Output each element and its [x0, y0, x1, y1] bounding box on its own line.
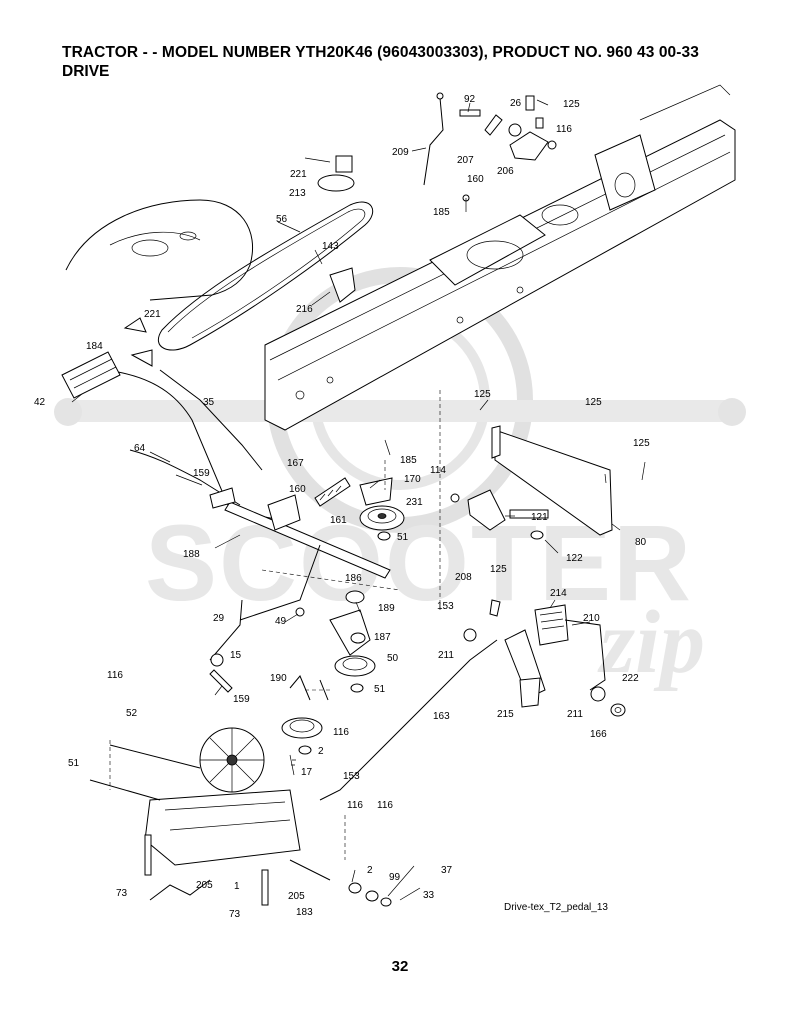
transaxle: [89, 727, 392, 907]
part-label-214: 214: [550, 588, 567, 599]
part-label-231: 231: [406, 497, 423, 508]
part-label-33: 33: [423, 890, 435, 901]
part-label-185: 185: [433, 207, 450, 218]
part-label-190: 190: [270, 673, 287, 684]
part-label-211: 211: [567, 709, 583, 720]
part-label-221: 221: [144, 309, 161, 320]
part-label-216: 216: [296, 304, 313, 315]
shaft-assembly: [209, 477, 393, 693]
part-label-121: 121: [531, 512, 548, 523]
part-label-51: 51: [397, 532, 409, 543]
section-title: DRIVE: [62, 63, 110, 80]
part-label-161: 161: [330, 515, 347, 526]
part-label-114: 114: [430, 465, 446, 476]
idler-assembly: [289, 590, 376, 701]
part-label-213: 213: [289, 188, 306, 199]
part-label-167: 167: [287, 458, 304, 469]
part-label-42: 42: [34, 397, 46, 408]
part-label-159: 159: [233, 694, 250, 705]
part-label-185: 185: [400, 455, 417, 466]
part-label-49: 49: [275, 616, 287, 627]
part-label-29: 29: [213, 613, 225, 624]
part-label-122: 122: [566, 553, 583, 564]
page-number: 32: [391, 958, 409, 975]
part-label-209: 209: [392, 147, 409, 158]
part-label-50: 50: [387, 653, 399, 664]
figure-code: Drive-tex_T2_pedal_13: [504, 902, 608, 913]
part-label-125: 125: [490, 564, 507, 575]
watermark-script: zip: [597, 593, 705, 692]
part-label-92: 92: [464, 94, 476, 105]
part-label-205: 205: [196, 880, 213, 891]
part-label-208: 208: [455, 572, 472, 583]
part-label-206: 206: [497, 166, 514, 177]
part-label-116: 116: [333, 727, 349, 738]
part-label-189: 189: [378, 603, 395, 614]
part-label-116: 116: [556, 124, 572, 135]
part-label-186: 186: [345, 573, 362, 584]
part-label-116: 116: [107, 670, 123, 681]
part-label-210: 210: [583, 613, 600, 624]
part-label-125: 125: [633, 438, 650, 449]
part-label-56: 56: [276, 214, 288, 225]
pulley-231: [359, 505, 405, 541]
upper-parts: [304, 92, 557, 303]
part-label-125: 125: [585, 397, 602, 408]
part-label-2: 2: [367, 865, 373, 876]
part-label-37: 37: [441, 865, 453, 876]
part-label-188: 188: [183, 549, 200, 560]
part-label-2: 2: [318, 746, 324, 757]
part-label-222: 222: [622, 673, 639, 684]
drive-belt: [157, 201, 374, 351]
page-title: TRACTOR - - MODEL NUMBER YTH20K46 (96043…: [62, 44, 699, 61]
part-label-51: 51: [374, 684, 386, 695]
part-label-125: 125: [563, 99, 580, 110]
part-label-125: 125: [474, 389, 491, 400]
part-label-35: 35: [203, 397, 215, 408]
part-label-163: 163: [433, 711, 450, 722]
part-label-80: 80: [635, 537, 647, 548]
part-label-160: 160: [467, 174, 484, 185]
grip-and-lever: [61, 317, 281, 521]
part-label-99: 99: [389, 872, 401, 883]
part-label-116: 116: [347, 800, 363, 811]
part-label-153: 153: [437, 601, 454, 612]
part-label-52: 52: [126, 708, 138, 719]
part-label-221: 221: [290, 169, 307, 180]
part-label-73: 73: [116, 888, 128, 899]
pulley-52: [281, 717, 323, 776]
part-label-17: 17: [301, 767, 313, 778]
part-label-159: 159: [193, 468, 210, 479]
pedal-assembly: [319, 425, 626, 801]
part-label-211: 211: [438, 650, 454, 661]
leader-lines: [71, 99, 646, 901]
hood-outline: [65, 199, 254, 301]
part-label-166: 166: [590, 729, 607, 740]
part-label-143: 143: [322, 241, 339, 252]
part-label-64: 64: [134, 443, 146, 454]
part-label-116: 116: [377, 800, 393, 811]
part-label-187: 187: [374, 632, 391, 643]
part-label-184: 184: [86, 341, 103, 352]
part-label-170: 170: [404, 474, 421, 485]
guide-lines: [109, 390, 441, 860]
part-label-183: 183: [296, 907, 313, 918]
part-label-160: 160: [289, 484, 306, 495]
part-label-205: 205: [288, 891, 305, 902]
part-label-215: 215: [497, 709, 514, 720]
part-label-15: 15: [230, 650, 242, 661]
part-label-207: 207: [457, 155, 474, 166]
part-label-51: 51: [68, 758, 80, 769]
part-label-1: 1: [234, 881, 240, 892]
part-label-153: 153: [343, 771, 360, 782]
part-label-73: 73: [229, 909, 241, 920]
tractor-frame: [264, 84, 736, 431]
part-label-26: 26: [510, 98, 522, 109]
